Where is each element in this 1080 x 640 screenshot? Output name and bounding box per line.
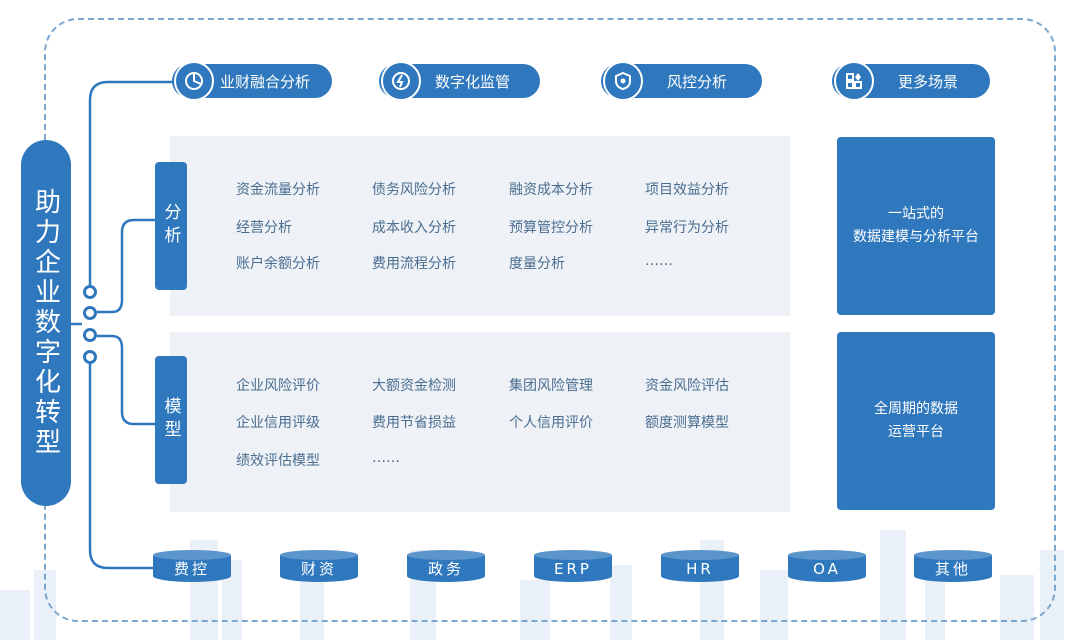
analysis-item: 经营分析 [236, 220, 292, 236]
main-title: 助力企业数字化转型 [30, 188, 61, 458]
source-db-treasury[interactable]: 财资 [280, 550, 358, 584]
model-label: 模型 [155, 356, 187, 484]
source-db-hr[interactable]: HR [661, 550, 739, 584]
connector-ring [83, 328, 97, 342]
platform-line: 数据建模与分析平台 [853, 229, 979, 245]
source-db-expense[interactable]: 费控 [153, 550, 231, 584]
analysis-item: 项目效益分析 [645, 182, 729, 198]
analysis-label: 分析 [155, 162, 187, 290]
model-item: 大额资金检测 [372, 378, 456, 394]
analysis-panel [170, 136, 790, 316]
pill-more-scenarios[interactable]: 更多场景 [832, 61, 990, 101]
monitor-gauge-icon [381, 61, 421, 101]
analysis-item: 费用流程分析 [372, 256, 456, 272]
analysis-item: 资金流量分析 [236, 182, 320, 198]
pill-risk-control[interactable]: 风控分析 [601, 61, 762, 101]
model-item: 额度测算模型 [645, 415, 729, 431]
platform-line: 运营平台 [888, 424, 944, 440]
source-db-other[interactable]: 其他 [914, 550, 992, 584]
analysis-item: …… [645, 253, 673, 269]
grid-apps-icon [834, 61, 874, 101]
pill-label: 数字化监管 [435, 72, 511, 91]
pill-business-finance[interactable]: 业财融合分析 [172, 61, 332, 101]
pill-label: 更多场景 [898, 72, 959, 91]
database-cap-icon [788, 550, 866, 560]
database-cap-icon [407, 550, 485, 560]
analysis-item: 异常行为分析 [645, 220, 729, 236]
source-db-government[interactable]: 政务 [407, 550, 485, 584]
pill-label: 风控分析 [667, 72, 728, 91]
source-db-erp[interactable]: ERP [534, 550, 612, 584]
model-item: 个人信用评价 [509, 415, 593, 431]
analysis-item: 融资成本分析 [509, 182, 593, 198]
database-cap-icon [914, 550, 992, 560]
platform-line: 一站式的 [888, 206, 944, 222]
platform-line: 全周期的数据 [874, 401, 958, 417]
model-item: 企业信用评级 [236, 415, 320, 431]
platform-box-modeling: 一站式的 数据建模与分析平台 [837, 137, 995, 315]
shield-eye-icon [603, 61, 643, 101]
model-item: 绩效评估模型 [236, 453, 320, 469]
analysis-item: 成本收入分析 [372, 220, 456, 236]
model-item: 费用节省损益 [372, 415, 456, 431]
model-item: 企业风险评价 [236, 378, 320, 394]
analysis-item: 账户余额分析 [236, 256, 320, 272]
platform-box-operation: 全周期的数据 运营平台 [837, 332, 995, 510]
database-cap-icon [153, 550, 231, 560]
connector-ring [83, 285, 97, 299]
analysis-item: 度量分析 [509, 256, 565, 272]
db-label: 其他 [914, 555, 992, 582]
model-item: 资金风险评估 [645, 378, 729, 394]
db-label: 费控 [153, 555, 231, 582]
source-db-oa[interactable]: OA [788, 550, 866, 584]
model-item: 集团风险管理 [509, 378, 593, 394]
pie-chart-icon [174, 61, 214, 101]
pill-digital-supervision[interactable]: 数字化监管 [379, 61, 540, 101]
db-label: 政务 [407, 555, 485, 582]
model-item: …… [372, 450, 400, 466]
database-cap-icon [661, 550, 739, 560]
pill-label: 业财融合分析 [220, 72, 311, 91]
model-panel [170, 332, 790, 512]
analysis-item: 债务风险分析 [372, 182, 456, 198]
analysis-item: 预算管控分析 [509, 220, 593, 236]
database-cap-icon [534, 550, 612, 560]
connector-ring [83, 306, 97, 320]
database-cap-icon [280, 550, 358, 560]
main-title-bar: 助力企业数字化转型 [21, 140, 71, 506]
connector-ring [83, 350, 97, 364]
